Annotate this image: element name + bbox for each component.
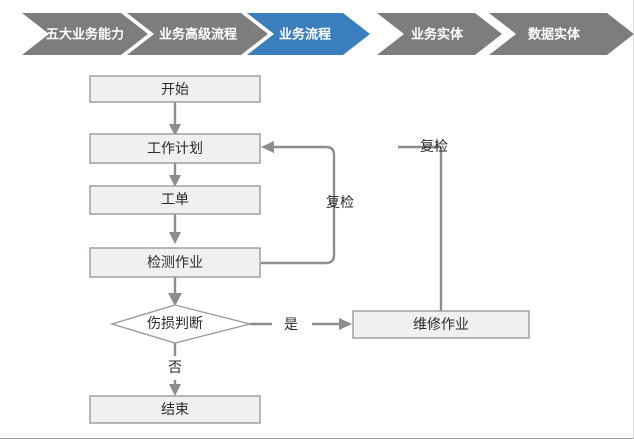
breadcrumb-step-2[interactable]: 业务高级流程 [127, 13, 268, 55]
chevron-shape [22, 13, 148, 55]
arrowhead-icon [169, 175, 181, 187]
chevron-shape [489, 13, 633, 55]
node-start[interactable]: 开始 [89, 75, 261, 103]
node-work-plan-label: 工作计划 [147, 141, 203, 157]
edge-label-recheck-outer: 复检 [420, 138, 448, 155]
breadcrumb-step-1[interactable]: 五大业务能力 [22, 13, 148, 55]
node-repair[interactable]: 维修作业 [352, 310, 530, 339]
edge-work-plan-to-work-order [169, 163, 181, 187]
chevron-shape [127, 13, 268, 55]
arrowhead-icon [169, 384, 181, 396]
node-repair-label: 维修作业 [413, 317, 469, 333]
breadcrumb-step-4-label: 业务实体 [411, 27, 464, 43]
node-work-plan[interactable]: 工作计划 [89, 133, 261, 164]
node-work-order-label: 工单 [161, 192, 189, 208]
chevron-shape [377, 13, 502, 55]
node-start-label: 开始 [161, 82, 189, 98]
edge-start-to-work-plan [169, 102, 181, 136]
edge-label-yes: 是 [284, 317, 298, 333]
node-end[interactable]: 结束 [89, 395, 261, 424]
breadcrumb-step-5-label: 数据实体 [528, 27, 581, 43]
edge-label-no: 否 [168, 360, 182, 376]
node-damage-decision-label: 伤损判断 [147, 316, 203, 332]
node-inspection-label: 检测作业 [147, 255, 203, 271]
edge-damage-to-repair [250, 318, 352, 330]
breadcrumb: 五大业务能力 业务高级流程 业务流程 业务实体 数据实体 [0, 13, 634, 55]
edge-label-recheck-inner: 复检 [326, 194, 354, 211]
node-end-label: 结束 [161, 402, 189, 418]
breadcrumb-step-3-label: 业务流程 [279, 27, 331, 43]
breadcrumb-step-5[interactable]: 数据实体 [489, 13, 634, 55]
edge-inspection-to-work-plan-recheck [261, 141, 336, 265]
chevron-shape [247, 13, 370, 55]
arrowhead-icon [261, 141, 274, 153]
node-damage-decision[interactable]: 伤损判断 [109, 304, 251, 344]
breadcrumb-step-3[interactable]: 业务流程 [247, 13, 370, 55]
arrowhead-icon [169, 124, 181, 136]
arrowhead-icon [339, 318, 352, 330]
edge-work-order-to-inspection [169, 214, 181, 244]
arrowhead-icon [168, 293, 182, 306]
edge-damage-to-end [169, 342, 181, 396]
node-work-order[interactable]: 工单 [89, 185, 261, 215]
breadcrumb-step-4[interactable]: 业务实体 [377, 13, 502, 55]
breadcrumb-step-1-label: 五大业务能力 [46, 27, 124, 43]
arrowhead-icon [169, 232, 181, 244]
breadcrumb-step-2-label: 业务高级流程 [159, 27, 237, 43]
node-inspection[interactable]: 检测作业 [89, 247, 261, 278]
edge-inspection-to-damage [168, 277, 182, 306]
edge-repair-to-work-plan-recheck [398, 145, 443, 313]
